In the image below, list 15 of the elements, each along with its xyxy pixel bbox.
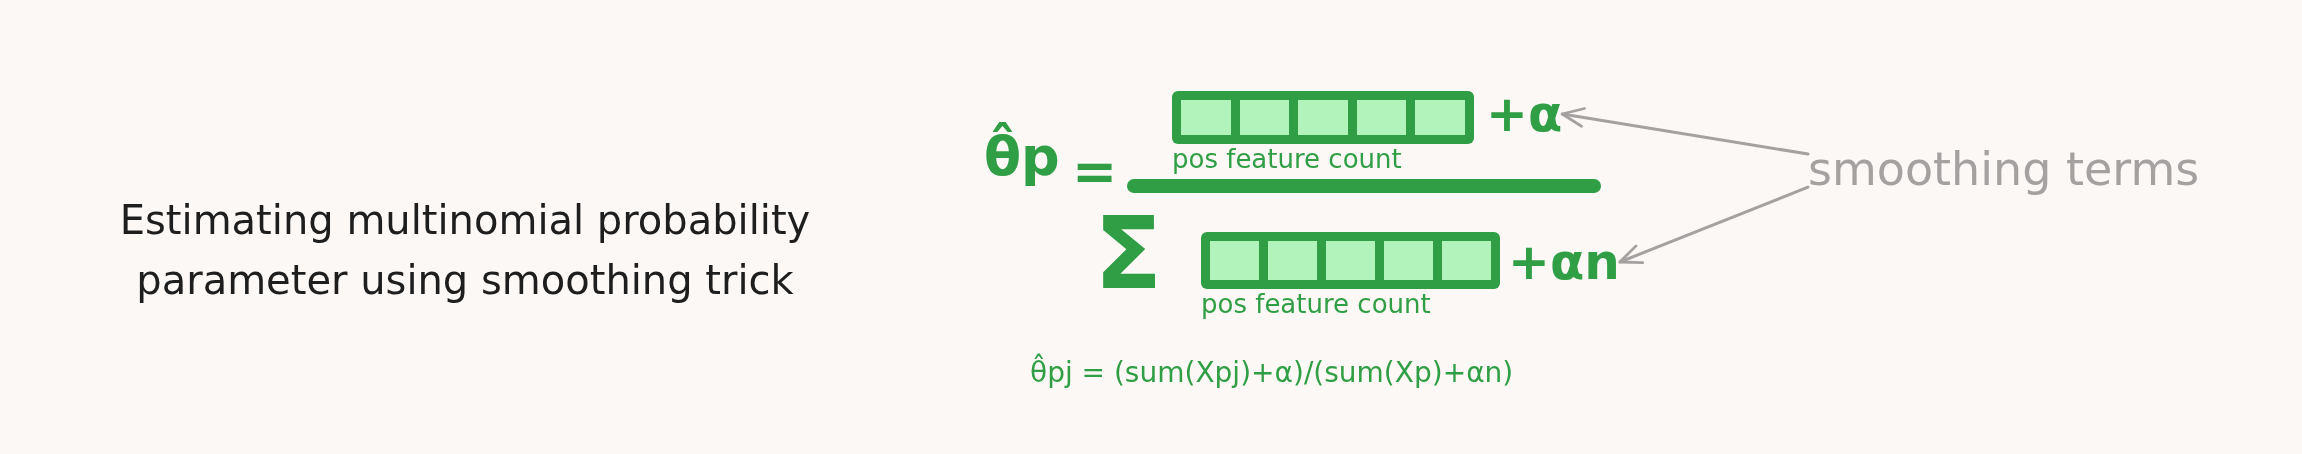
math-term: +α [1486, 84, 1563, 144]
bar-caption: pos feature count [1172, 145, 1402, 175]
annotation-text: smoothing terms [1808, 142, 2200, 198]
feature-count-bar [1201, 232, 1500, 289]
heading: Estimating multinomial probability parameter using smoothing trick [118, 196, 812, 305]
sum-sign: Σ [1094, 204, 1163, 304]
arrow [1618, 185, 1810, 264]
fraction-bar [1127, 179, 1601, 193]
bar-caption: pos feature count [1201, 290, 1431, 320]
arrow [1560, 107, 1810, 156]
equals-sign: = [1072, 140, 1118, 205]
math-symbol: θ̂p [984, 116, 1060, 197]
formula-text: θ̂pj = (sum(Xpj)+α)/(sum(Xp)+αn) [1030, 352, 1514, 394]
math-term: +αn [1508, 232, 1620, 292]
feature-count-bar [1172, 91, 1474, 144]
